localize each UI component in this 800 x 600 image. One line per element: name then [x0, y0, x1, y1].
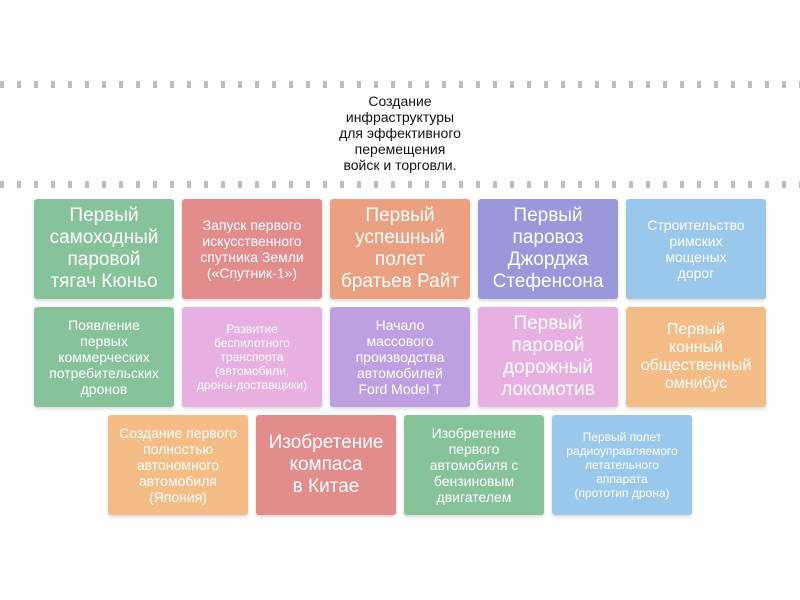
answer-tile[interactable]: Появление первых коммерческих потребител… [34, 307, 174, 407]
answer-tile[interactable]: Первый паровоз Джорджа Стефенсона [478, 199, 618, 299]
answer-tile[interactable]: Запуск первого искусственного спутника З… [182, 199, 322, 299]
drop-zone-top-border [0, 81, 800, 88]
drop-zone-bottom-border [0, 181, 800, 188]
answer-tile[interactable]: Создание первого полностью автономного а… [108, 415, 248, 515]
answer-tile[interactable]: Изобретение компаса в Китае [256, 415, 396, 515]
answer-tile[interactable]: Развитие беспилотного транспорта (автомо… [182, 307, 322, 407]
answer-tile[interactable]: Первый самоходный паровой тягач Кюньо [34, 199, 174, 299]
answer-tile[interactable]: Первый конный общественный омнибус [626, 307, 766, 407]
answer-tile[interactable]: Изобретение первого автомобиля с бензино… [404, 415, 544, 515]
answer-tile[interactable]: Первый паровой дорожный локомотив [478, 307, 618, 407]
prompt-text: Создание инфраструктуры для эффективного… [339, 93, 461, 173]
answer-tile[interactable]: Начало массового производства автомобиле… [330, 307, 470, 407]
answer-tile[interactable]: Первый полет радиоуправляемого летательн… [552, 415, 692, 515]
answer-tile[interactable]: Первый успешный полет братьев Райт [330, 199, 470, 299]
answer-tile[interactable]: Строительство римских мощеных дорог [626, 199, 766, 299]
